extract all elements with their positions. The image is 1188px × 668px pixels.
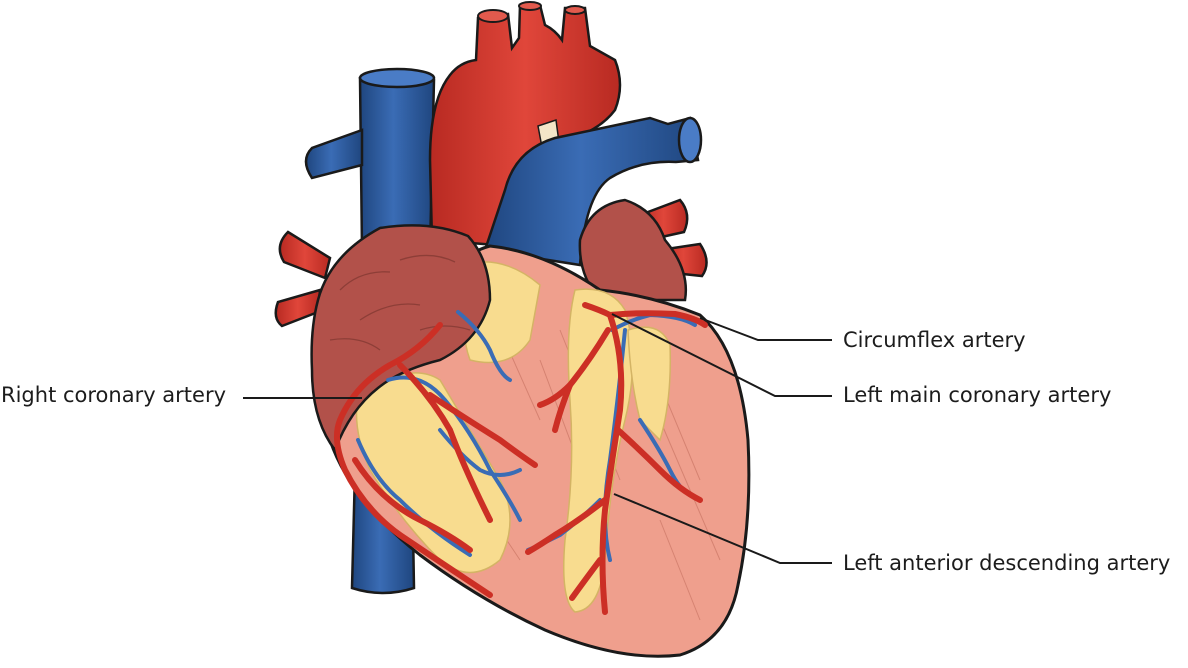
atrium-texture xyxy=(329,254,471,351)
left-main-coronary-artery-label: Left main coronary artery xyxy=(843,383,1112,407)
circumflex-artery-label: Circumflex artery xyxy=(843,328,1026,352)
left-anterior-descending-artery xyxy=(599,312,625,615)
leader-line-left-main xyxy=(611,313,832,397)
circumflex-artery xyxy=(607,310,708,328)
aorta xyxy=(428,1,622,252)
pulmonary-trunk xyxy=(483,116,703,267)
leader-line-lad xyxy=(613,493,832,564)
right-coronary-artery-label: Right coronary artery xyxy=(1,383,227,407)
leader-line-circumflex xyxy=(699,317,832,341)
coronary-arteries xyxy=(333,302,708,615)
leader-lines xyxy=(243,313,832,564)
right-coronary-artery xyxy=(333,322,493,598)
superior-vena-cava xyxy=(304,67,436,252)
left-anterior-descending-artery-label: Left anterior descending artery xyxy=(843,551,1171,575)
